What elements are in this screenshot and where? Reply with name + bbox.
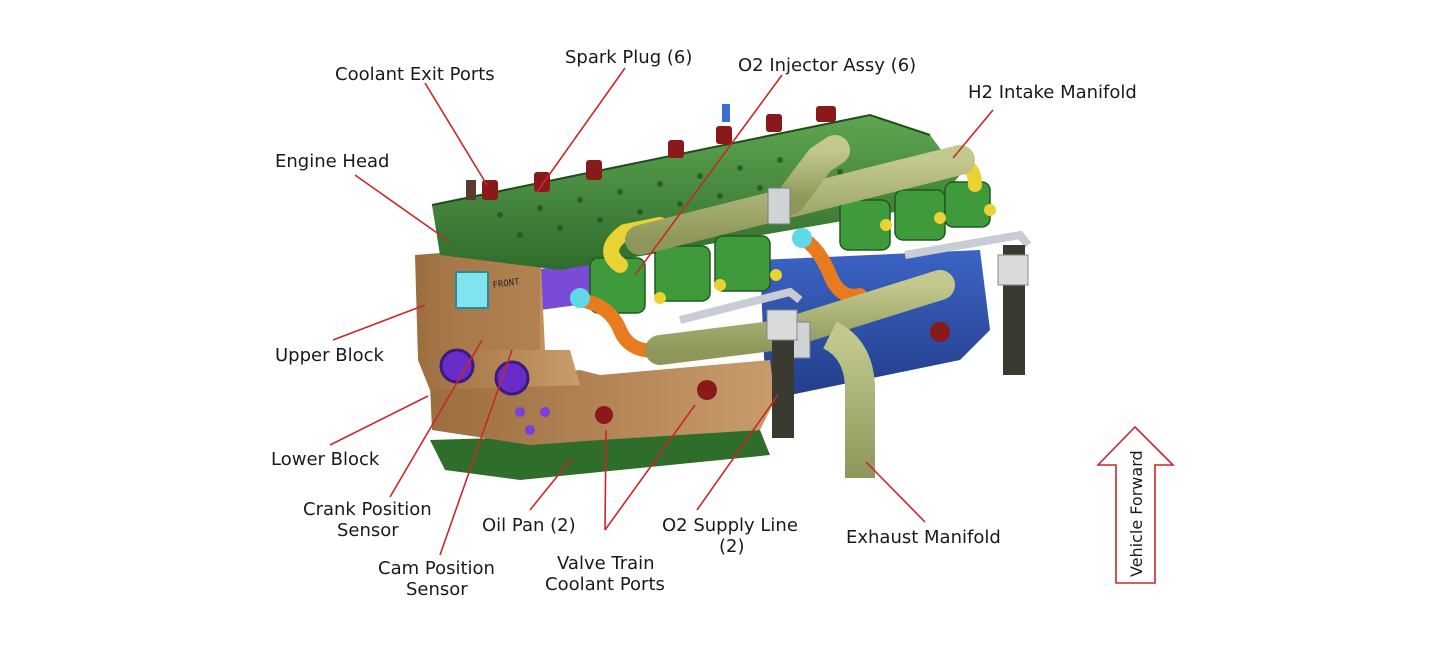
valve-train-port-1 xyxy=(595,406,613,424)
o2-supply-pipe-left xyxy=(772,310,794,438)
leader-oil-pan xyxy=(529,457,573,511)
leader-crank-sensor xyxy=(389,339,483,498)
head-bolts xyxy=(497,149,843,238)
cyan-fitting-left xyxy=(570,288,590,308)
label-lower-block: Lower Block xyxy=(271,449,380,470)
label-valve-train-line2: Coolant Ports xyxy=(545,574,665,595)
label-engine-head: Engine Head xyxy=(275,151,389,172)
purple-port-1 xyxy=(515,407,525,417)
leader-valve-port-1 xyxy=(604,429,607,531)
vehicle-forward-arrow: Vehicle Forward xyxy=(1096,425,1175,584)
leader-spark-plug xyxy=(536,67,626,193)
label-o2-supply-line2: (2) xyxy=(719,536,745,557)
engine-illustration xyxy=(415,104,1032,480)
front-stamp: FRONT xyxy=(492,277,521,291)
label-o2-injector-assy: O2 Injector Assy (6) xyxy=(738,55,916,76)
label-spark-plug: Spark Plug (6) xyxy=(565,47,692,68)
h2-coupler xyxy=(767,187,791,225)
spark-plug-caps xyxy=(482,106,836,200)
leader-o2-injector xyxy=(634,74,783,276)
leader-engine-head xyxy=(354,174,451,243)
o2-supply-line-upper xyxy=(904,230,1032,259)
leader-o2-supply xyxy=(696,394,779,511)
o2-supply-fitting-right xyxy=(997,254,1029,286)
leader-coolant-exit xyxy=(424,82,488,186)
callout-labels: Coolant Exit Ports Spark Plug (6) O2 Inj… xyxy=(271,47,1137,600)
leader-exhaust xyxy=(865,461,926,523)
label-cam-position-line1: Cam Position xyxy=(378,558,495,579)
injector-bodies xyxy=(589,181,991,314)
yellow-accents xyxy=(654,204,996,304)
blue-fitting xyxy=(722,104,730,122)
o2-supply-fitting-left xyxy=(766,309,798,341)
purple-port-3 xyxy=(525,425,535,435)
engine-head-edge xyxy=(431,113,931,206)
crank-sensor-disc xyxy=(439,348,475,384)
label-h2-intake-manifold: H2 Intake Manifold xyxy=(968,82,1137,103)
valve-train-port-3 xyxy=(930,322,950,342)
label-valve-train-line1: Valve Train xyxy=(557,553,655,574)
exhaust-pipe-down xyxy=(822,321,875,478)
forward-arrow-text: Vehicle Forward xyxy=(1127,450,1146,577)
leader-valve-port-2 xyxy=(604,404,696,531)
cyan-window xyxy=(455,271,489,309)
leader-upper-block xyxy=(332,304,426,341)
forward-arrow-outline xyxy=(1096,425,1175,584)
label-upper-block: Upper Block xyxy=(275,345,384,366)
orange-hose-right xyxy=(798,233,867,303)
label-cam-position-line2: Sensor xyxy=(406,579,468,600)
yellow-elbow xyxy=(603,217,668,273)
leader-lines xyxy=(329,67,994,556)
label-oil-pan: Oil Pan (2) xyxy=(482,515,576,536)
label-o2-supply-line1: O2 Supply Line xyxy=(662,515,798,536)
o2-supply-line-lower xyxy=(679,287,803,324)
leader-h2-intake xyxy=(952,109,994,159)
cyan-fitting-right xyxy=(792,228,812,248)
leader-lower-block xyxy=(329,395,429,446)
purple-port-2 xyxy=(540,407,550,417)
cam-sensor-disc xyxy=(494,360,530,396)
label-crank-position-line2: Sensor xyxy=(337,520,399,541)
coolant-exit-stub xyxy=(466,180,476,200)
label-coolant-exit-ports: Coolant Exit Ports xyxy=(335,64,495,85)
leader-cam-sensor xyxy=(439,349,513,556)
label-exhaust-manifold: Exhaust Manifold xyxy=(846,527,1001,548)
label-crank-position-line1: Crank Position xyxy=(303,499,432,520)
valve-train-port-2 xyxy=(697,380,717,400)
h2-intake-riser xyxy=(775,135,850,215)
